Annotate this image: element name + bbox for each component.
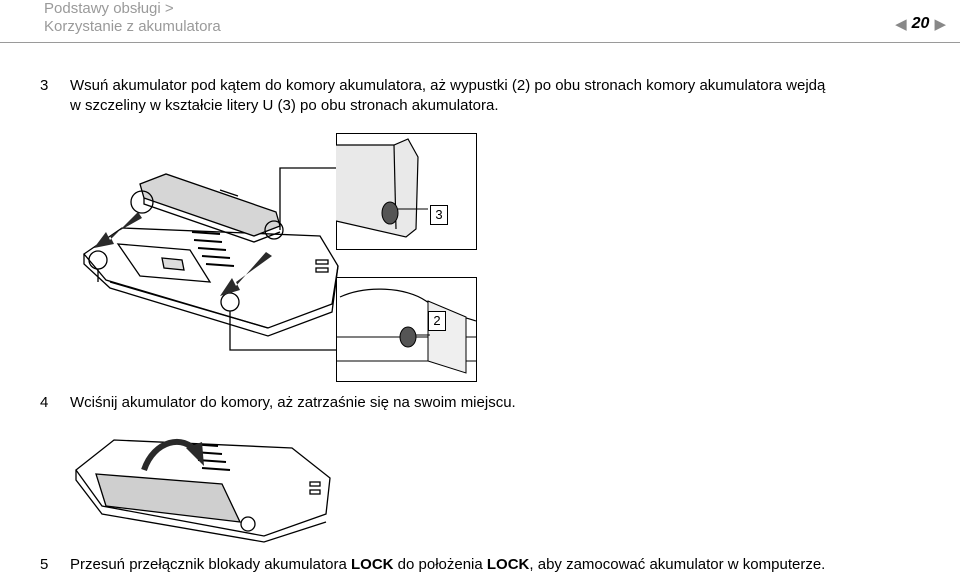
step-text: Wsuń akumulator pod kątem do komory akum… [70,76,930,116]
header-divider [0,42,960,43]
lock-keyword: LOCK [350,556,394,573]
battery-insertion-illustration [83,167,339,351]
prev-page-arrow-icon[interactable]: ◀ [895,16,907,33]
step-number: 3 [40,77,49,94]
step-4: 4 Wciśnij akumulator do komory, aż zatrz… [0,393,960,415]
page-navigation: ◀ 20 ▶ [895,15,946,33]
lock-keyword: LOCK [486,556,530,573]
u-slot-detail-illustration [336,133,477,250]
step-number: 5 [40,556,49,573]
step-text: Przesuń przełącznik blokady akumulatora … [70,555,930,575]
step-text-segment: do położenia [393,556,487,573]
breadcrumb-subsection[interactable]: Korzystanie z akumulatora [44,18,221,35]
breadcrumb-section[interactable]: Podstawy obsługi > [44,0,174,17]
step-number: 4 [40,394,49,411]
callout-label-upper: 3 [430,205,448,225]
page-number: 20 [911,15,930,32]
next-page-arrow-icon[interactable]: ▶ [934,16,946,33]
step-text: Wciśnij akumulator do komory, aż zatrzaś… [70,394,516,411]
step-5: 5 Przesuń przełącznik blokady akumulator… [0,555,960,575]
step-3: 3 Wsuń akumulator pod kątem do komory ak… [0,76,960,120]
callout-label-lower: 2 [428,311,446,331]
battery-press-illustration [75,438,331,543]
step-text-segment: Przesuń przełącznik blokady akumulatora [70,556,351,573]
step-text-line: Wsuń akumulator pod kątem do komory akum… [70,77,826,94]
protrusion-detail-illustration [336,277,477,382]
step-text-segment: , aby zamocować akumulator w komputerze. [529,556,826,573]
step-text-line: w szczeliny w kształcie litery U (3) po … [70,97,499,114]
